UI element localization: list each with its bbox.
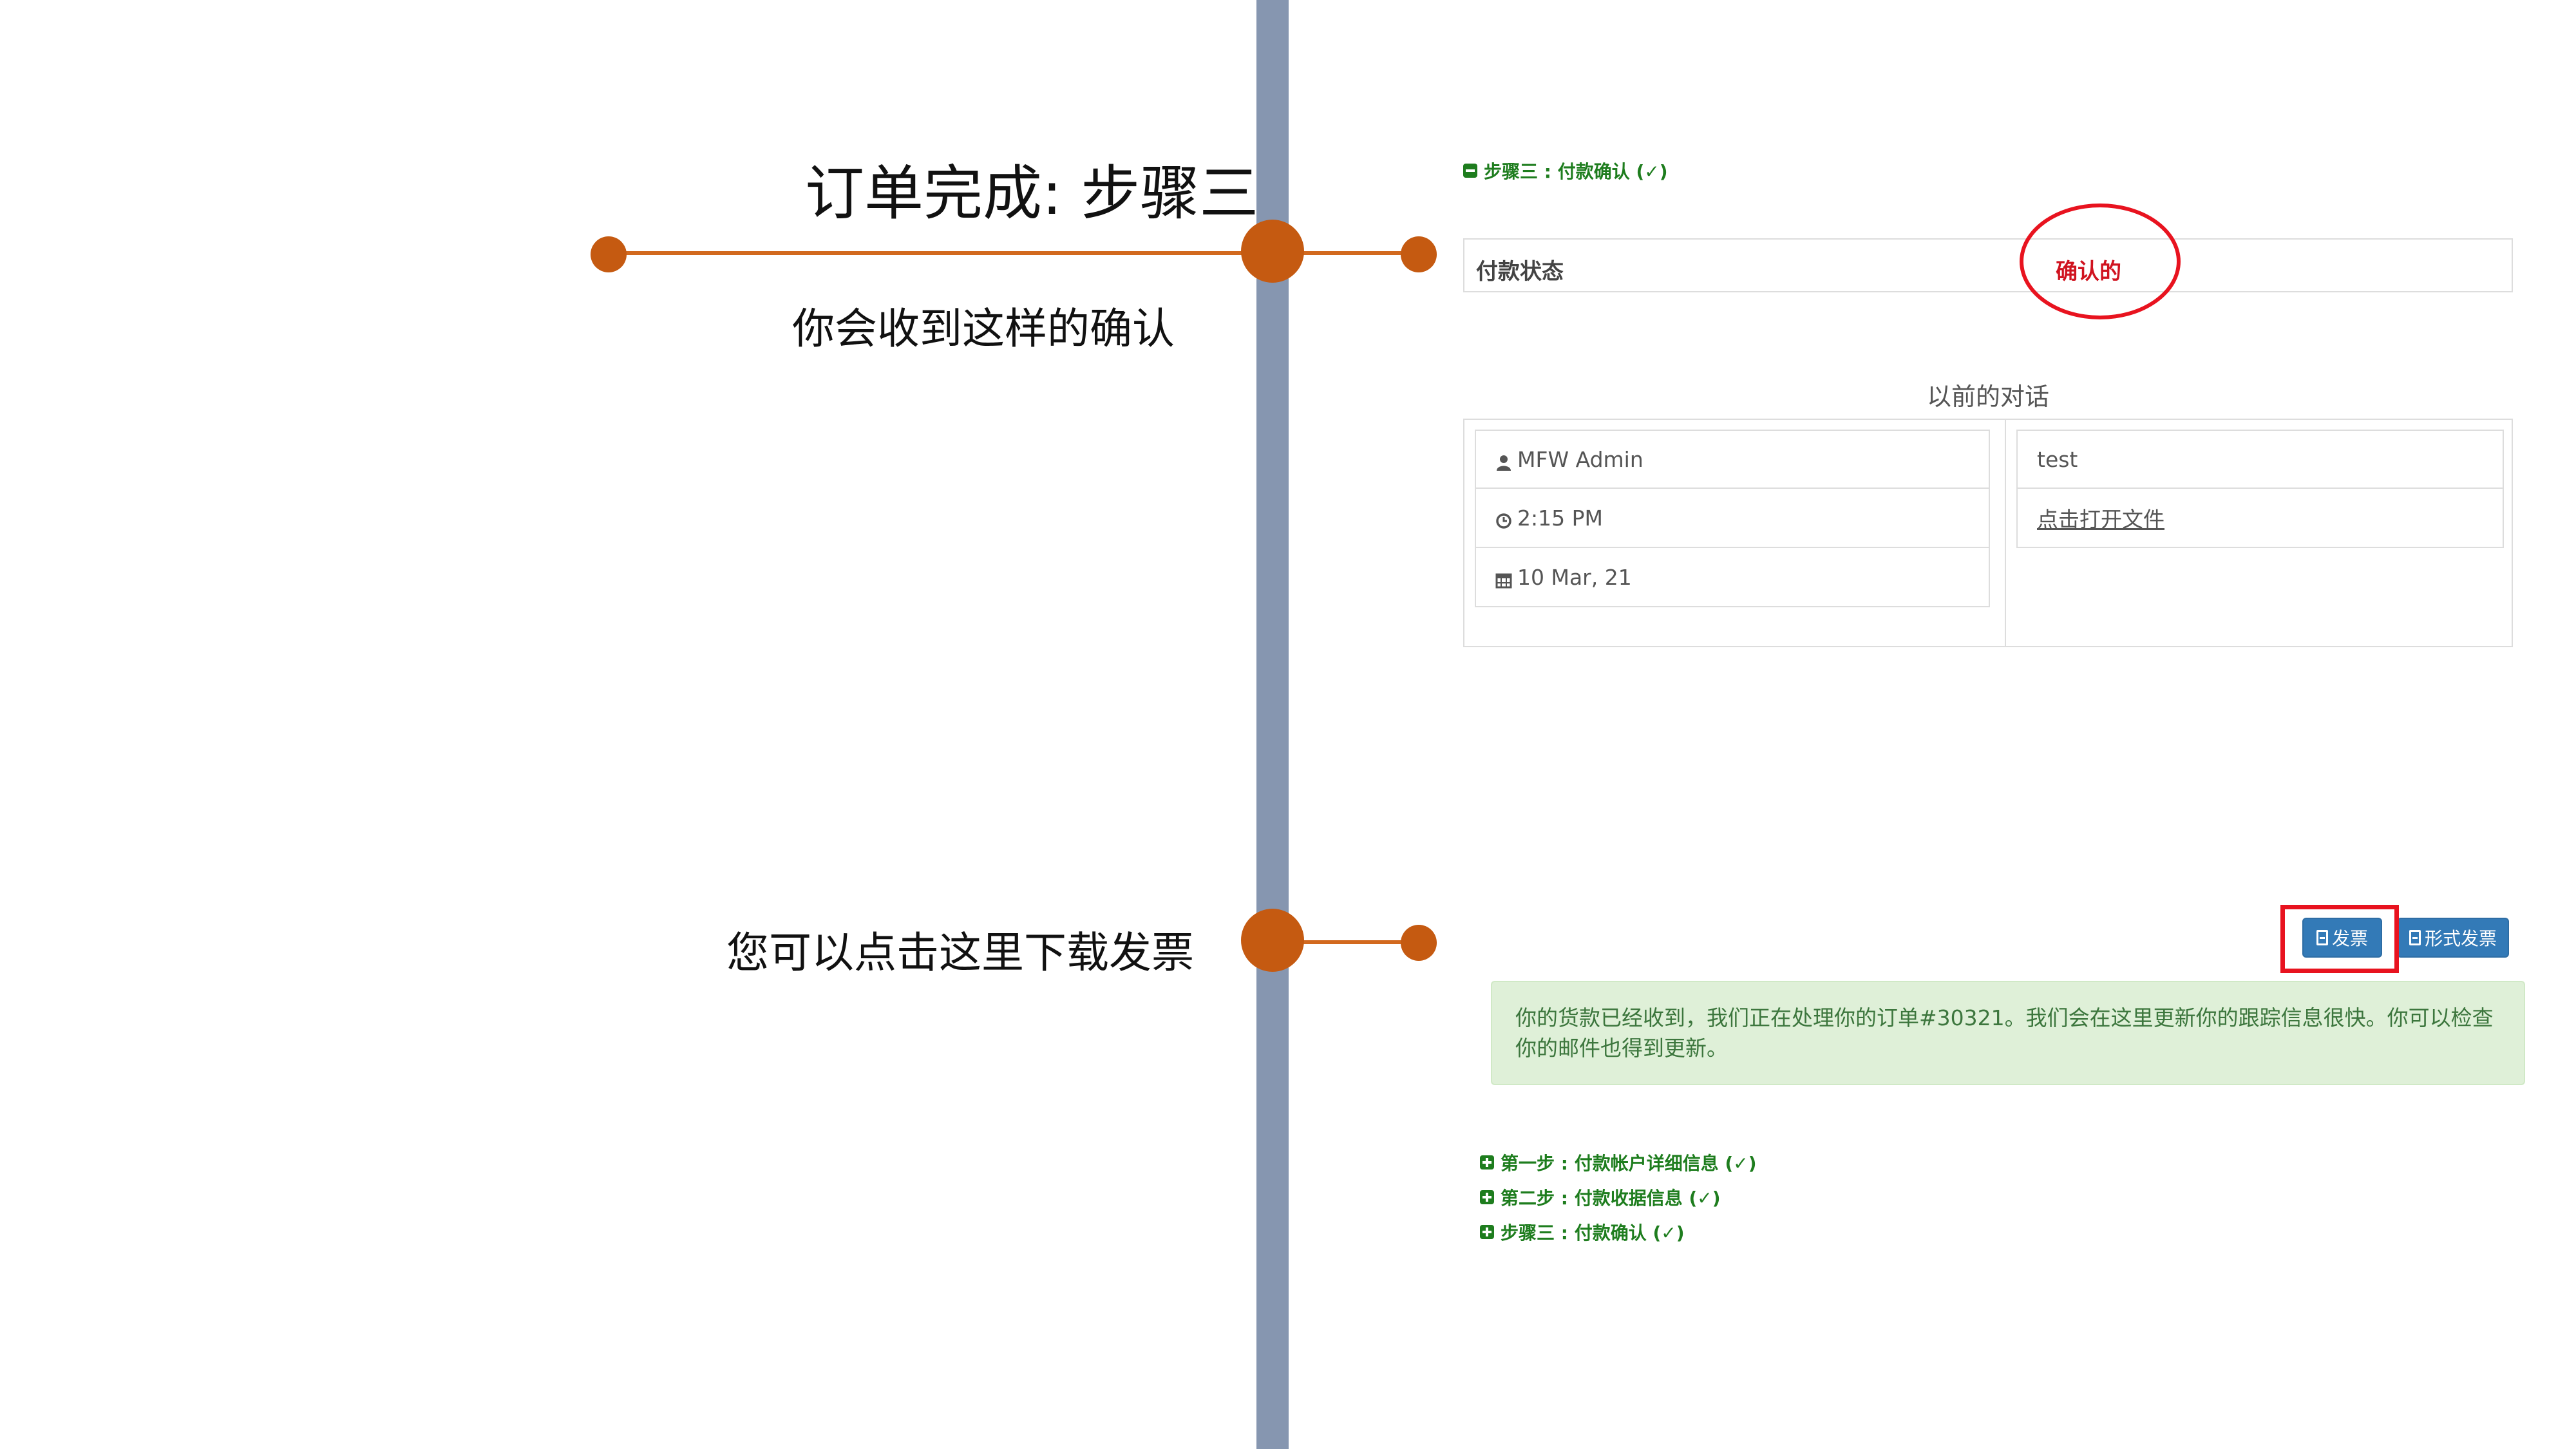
clock-icon	[1495, 509, 1512, 529]
message-time: 2:15 PM	[1517, 505, 1603, 531]
slide-subtitle: 你会收到这样的确认	[792, 304, 1175, 354]
highlight-rectangle	[2280, 905, 2399, 973]
conversation-message: test 点击打开文件	[2016, 430, 2504, 548]
step1-label: 第一步 : 付款帐户详细信息 (✓)	[1501, 1153, 1757, 1174]
connector-line-invoice	[1273, 940, 1421, 944]
timeline-spine	[1256, 0, 1289, 1449]
file-link-cell: 点击打开文件	[2016, 489, 2504, 548]
step3-label: 步骤三 : 付款确认 (✓)	[1501, 1222, 1685, 1244]
message-text-cell: test	[2016, 430, 2504, 489]
connector-dot-invoice	[1401, 925, 1437, 961]
timeline-node-top	[1241, 220, 1304, 283]
step3-link[interactable]: 步骤三 : 付款确认 (✓)	[1480, 1215, 1757, 1249]
proforma-invoice-button[interactable]: 形式发票	[2397, 918, 2509, 958]
invoice-callout-text: 您可以点击这里下载发票	[726, 928, 1194, 978]
conversation-panel	[1463, 419, 2513, 647]
plus-square-icon	[1480, 1155, 1494, 1170]
message-date: 10 Mar, 21	[1517, 564, 1632, 590]
sender-cell: MFW Admin	[1475, 430, 1990, 489]
steps-list: 第一步 : 付款帐户详细信息 (✓) 第二步 : 付款收据信息 (✓) 步骤三 …	[1480, 1145, 1757, 1249]
minus-square-icon	[1463, 164, 1477, 178]
payment-status-label: 付款状态	[1476, 259, 1564, 285]
success-alert: 你的货款已经收到，我们正在处理你的订单#30321。我们会在这里更新你的跟踪信息…	[1491, 981, 2525, 1085]
step2-link[interactable]: 第二步 : 付款收据信息 (✓)	[1480, 1180, 1757, 1215]
step2-label: 第二步 : 付款收据信息 (✓)	[1501, 1188, 1721, 1209]
payment-status-table: 付款状态 确认的	[1463, 238, 2513, 292]
success-alert-text: 你的货款已经收到，我们正在处理你的订单#30321。我们会在这里更新你的跟踪信息…	[1515, 1005, 2494, 1061]
step3-header-link[interactable]: 步骤三 : 付款确认 (✓)	[1463, 158, 1668, 184]
open-file-link[interactable]: 点击打开文件	[2037, 507, 2164, 532]
connector-dot-left	[591, 236, 627, 272]
file-pdf-icon	[2409, 930, 2421, 945]
calendar-icon	[1495, 569, 1512, 589]
slide-title: 订单完成: 步骤三	[805, 159, 1259, 228]
conversation-divider	[2005, 420, 2006, 646]
conversation-meta: MFW Admin 2:15 PM 10 Mar, 21	[1475, 430, 1990, 607]
step3-header-label: 步骤三 : 付款确认 (✓)	[1484, 161, 1668, 182]
highlight-ellipse	[2020, 204, 2181, 319]
message-text: test	[2037, 446, 2078, 472]
invoice-button-label: 发票	[2331, 928, 2368, 949]
conversation-title: 以前的对话	[1926, 383, 2049, 411]
sender-name: MFW Admin	[1517, 446, 1643, 472]
connector-line-right	[1273, 251, 1426, 255]
proforma-button-label: 形式发票	[2424, 928, 2497, 949]
invoice-button[interactable]: 发票	[2302, 918, 2382, 958]
file-pdf-icon	[2316, 930, 2328, 945]
plus-square-icon	[1480, 1190, 1494, 1204]
plus-square-icon	[1480, 1225, 1494, 1239]
time-cell: 2:15 PM	[1475, 489, 1990, 548]
step1-link[interactable]: 第一步 : 付款帐户详细信息 (✓)	[1480, 1145, 1757, 1180]
user-icon	[1495, 451, 1512, 471]
connector-dot-right	[1401, 236, 1437, 272]
date-cell: 10 Mar, 21	[1475, 548, 1990, 607]
connector-line-left	[608, 251, 1273, 255]
timeline-node-bottom	[1241, 909, 1304, 972]
